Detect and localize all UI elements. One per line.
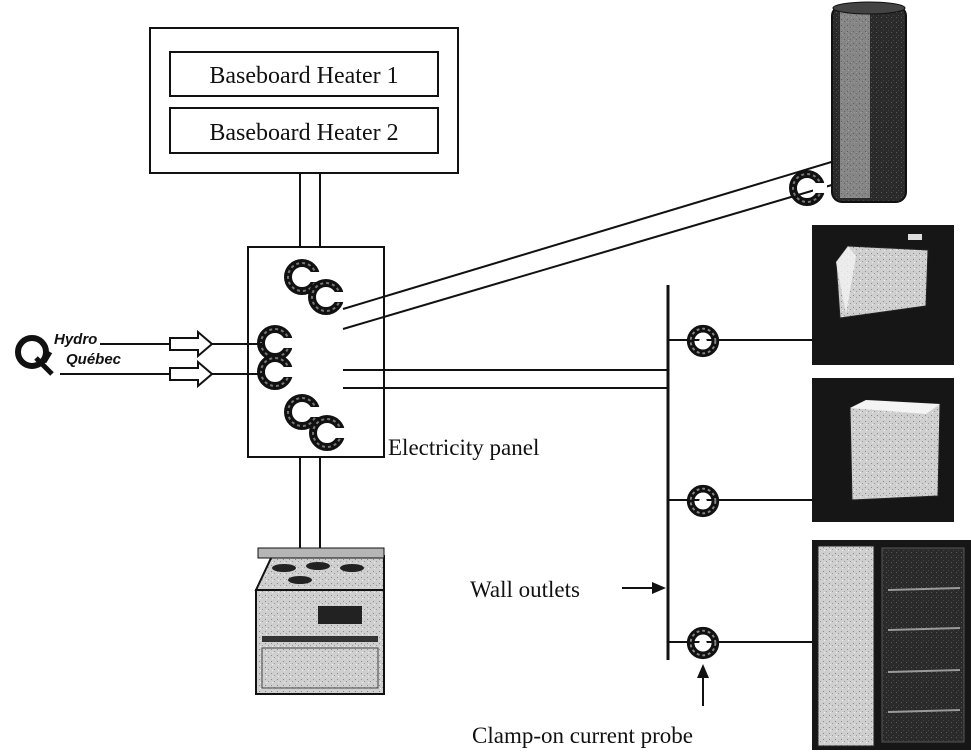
heater-1-label: Baseboard Heater 1 [209,63,398,89]
washer-image [812,378,954,522]
quebec-label: Québec [66,351,122,368]
outlet-branches [668,339,812,643]
heater-2-label: Baseboard Heater 2 [209,120,398,146]
heater-2-box [169,107,439,154]
feed-lines [60,343,262,375]
probe-pointer-arrow [697,664,709,706]
clamp-probe-icon [691,489,716,514]
stove-cable [299,457,321,548]
heater-1-box [169,51,439,97]
feed-arrows [169,329,214,389]
outlet-probes [691,329,716,656]
outlet-cable [343,369,668,389]
clamp-probe-icon [793,174,827,202]
refrigerator-image [812,540,971,750]
heater-cable [299,173,321,248]
wall-outlets-arrow [622,582,666,594]
water-heater-image [831,1,907,203]
wall-outlets-label: Wall outlets [470,577,580,602]
hydro-quebec-logo: Hydro Québec [15,331,122,376]
hydro-q-circle [15,335,49,369]
hydro-label: Hydro [54,331,97,348]
clamp-probe-icon [691,631,716,656]
arrow-icon [169,329,214,359]
clamp-probe-label: Clamp-on current probe [472,723,693,748]
clamp-probe-icon [691,329,716,354]
baseboard-heaters-group: Baseboard Heater 1 Baseboard Heater 2 [149,27,459,174]
stove-image [254,547,385,695]
hydro-q-tail [34,350,54,376]
microwave-image [812,225,954,365]
water-heater-cable [342,159,843,330]
arrow-icon [169,359,214,389]
electricity-panel-label: Electricity panel [388,435,539,460]
